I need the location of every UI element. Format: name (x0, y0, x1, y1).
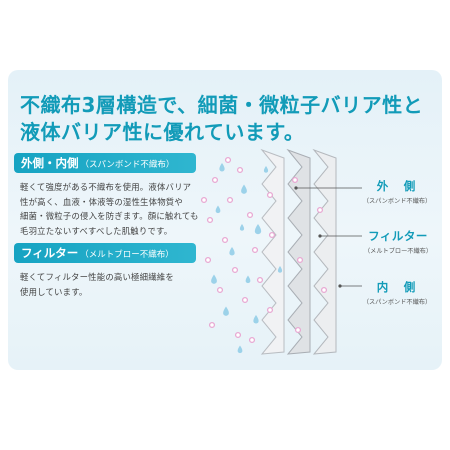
description-line: 毛羽立たないすべすべした肌触りです。 (20, 225, 173, 236)
background-panel (8, 70, 442, 370)
section-title-text: フィルター (21, 246, 79, 260)
mask-layer-sheet (286, 148, 311, 355)
droplet-icon (223, 306, 229, 316)
droplet-icon (241, 184, 247, 194)
leader-dot (318, 234, 322, 238)
headline-line-2: 液体バリア性に優れています。 (20, 120, 305, 144)
droplet-group (211, 163, 283, 354)
description-line: 性が高く、血液・体液等の湿性生体物質や (20, 196, 183, 207)
particle-dot (234, 331, 242, 339)
section-title-filter: フィルター（メルトブロー不織布） (14, 243, 196, 263)
droplet-icon (263, 166, 269, 173)
particle-dot (224, 156, 232, 164)
particle-dot (216, 286, 224, 294)
section-title-text: 外側・内側 (21, 156, 79, 170)
label-filter-layer: フィルター （メルトブロー不織布） (360, 228, 436, 255)
droplet-icon (254, 224, 262, 235)
particle-group (200, 156, 328, 344)
particle-dot (204, 256, 212, 264)
particle-dot (231, 266, 239, 274)
droplet-icon (215, 205, 221, 214)
particle-dot (296, 256, 304, 264)
particle-dot (251, 246, 259, 254)
droplet-icon (253, 315, 259, 324)
section-subtitle: （メルトブロー不織布） (80, 250, 174, 260)
droplet-icon (245, 275, 251, 284)
particle-dot (200, 196, 208, 204)
description-line: 使用しています。 (20, 286, 88, 297)
headline: 不織布3層構造で、細菌・微粒子バリア性と 液体バリア性に優れています。 (20, 92, 430, 146)
particle-dot (268, 231, 276, 239)
particle-dot (236, 166, 244, 174)
droplet-icon (277, 266, 283, 273)
droplet-icon (211, 274, 217, 284)
droplet-icon (219, 163, 225, 172)
mask-layer-sheet (312, 148, 337, 355)
label-inner-layer: 内 側 （スパンボンド不織布） (362, 279, 432, 306)
particle-dot (266, 306, 274, 314)
three-layer-diagram (200, 148, 362, 355)
label-outer-layer: 外 側 （スパンボンド不織布） (362, 178, 432, 205)
particle-dot (291, 176, 299, 184)
particle-dot (226, 196, 234, 204)
particle-dot (206, 216, 214, 224)
particle-dot (211, 176, 219, 184)
mask-layer-sheet (260, 148, 285, 355)
description-line: 軽くてフィルター性能の高い極細繊維を (20, 272, 174, 282)
label-sub: （メルトブロー不織布） (363, 248, 433, 255)
headline-line-1: 不織布3層構造で、細菌・微粒子バリア性と (20, 93, 424, 117)
particle-dot (320, 286, 328, 294)
leader-line-group (294, 186, 362, 288)
particle-dot (208, 321, 216, 329)
particle-dot (266, 191, 274, 199)
description-line: 軽くて強度がある不織布を使用。液体バリア (20, 182, 192, 192)
section-description-outer-inner: 軽くて強度がある不織布を使用。液体バリア 性が高く、血液・体液等の湿性生体物質や… (20, 180, 200, 238)
section-title-outer-inner: 外側・内側（スパンボンド不織布） (14, 153, 196, 173)
particle-dot (256, 276, 264, 284)
label-main: 内 側 (376, 280, 418, 294)
layer-group (260, 148, 337, 355)
description-line: 細菌・微粒子の侵入を防ぎます。顔に触れても (20, 211, 199, 222)
particle-dot (241, 296, 249, 304)
particle-dot (248, 336, 256, 344)
droplet-icon (237, 345, 243, 354)
section-description-filter: 軽くてフィルター性能の高い極細繊維を 使用しています。 (20, 270, 200, 299)
section-subtitle: （スパンボンド不織布） (80, 160, 175, 170)
leader-dot (338, 284, 342, 288)
label-sub: （スパンボンド不織布） (362, 299, 432, 306)
label-main: フィルター (368, 229, 428, 243)
particle-dot (221, 236, 229, 244)
label-sub: （スパンボンド不織布） (362, 198, 432, 205)
particle-dot (294, 326, 302, 334)
leader-dot (294, 186, 298, 190)
label-main: 外 側 (376, 179, 418, 193)
particle-dot (246, 211, 254, 219)
particle-dot (316, 206, 324, 214)
droplet-icon (239, 224, 245, 231)
droplet-icon (229, 247, 235, 256)
